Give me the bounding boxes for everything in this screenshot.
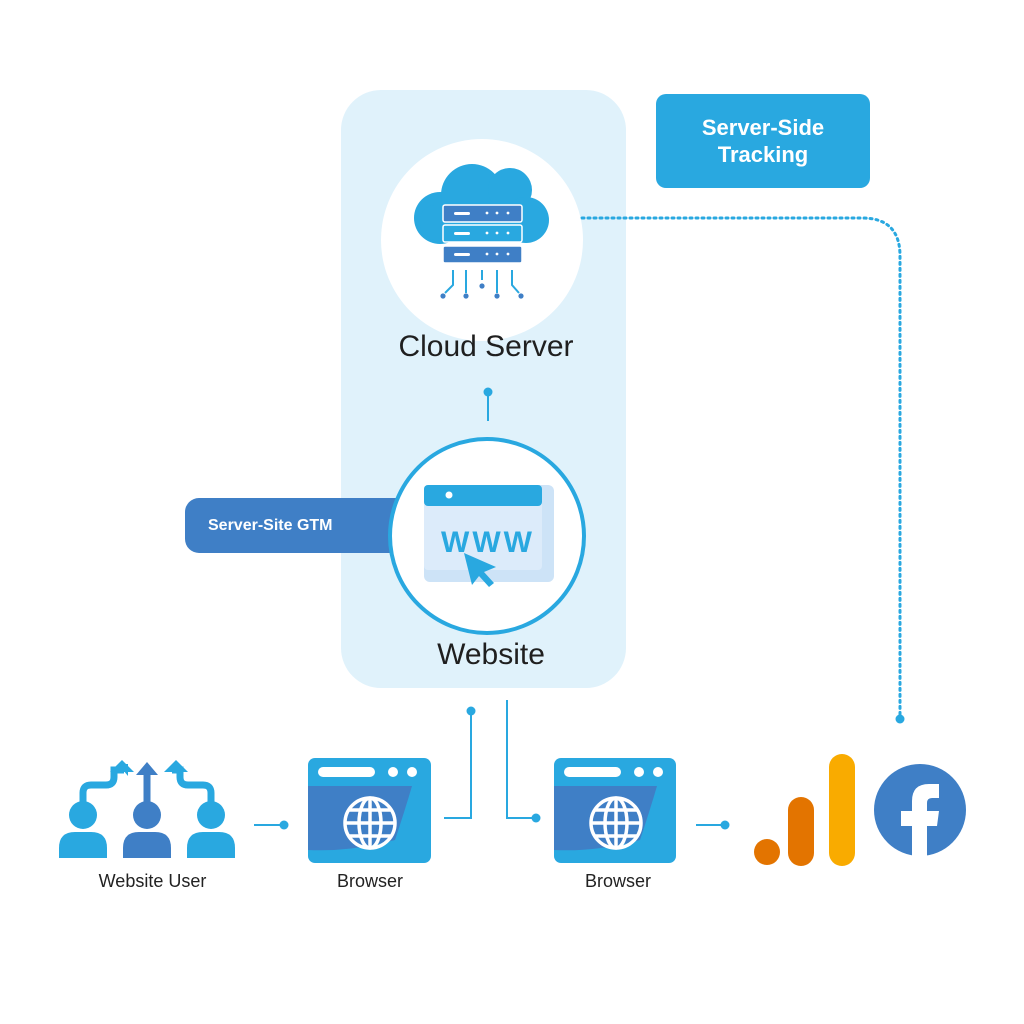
connector-dot: [531, 813, 541, 823]
badge-line-2: Tracking: [717, 142, 809, 167]
badge-line-1: Server-Side: [701, 115, 825, 140]
cloud-server-label: Cloud Server: [398, 330, 574, 363]
dotted-connector-cloud-to-facebook: [550, 216, 902, 720]
connector-dot: [466, 706, 476, 716]
browser-2-label: Browser: [584, 871, 651, 891]
connector-dot: [483, 387, 493, 397]
connector-dot: [895, 714, 905, 724]
website-user-label: Website User: [98, 871, 207, 891]
connector-browser1-website: [444, 712, 472, 819]
connector-dot: [279, 820, 289, 830]
server-site-gtm-label: Server-Site GTM: [185, 498, 415, 553]
svg-text:WWW: WWW: [441, 526, 535, 559]
browser-1-label: Browser: [336, 871, 403, 891]
connector-website-browser2: [506, 700, 536, 819]
connector-dot: [720, 820, 730, 830]
website-label: Website: [437, 638, 545, 671]
